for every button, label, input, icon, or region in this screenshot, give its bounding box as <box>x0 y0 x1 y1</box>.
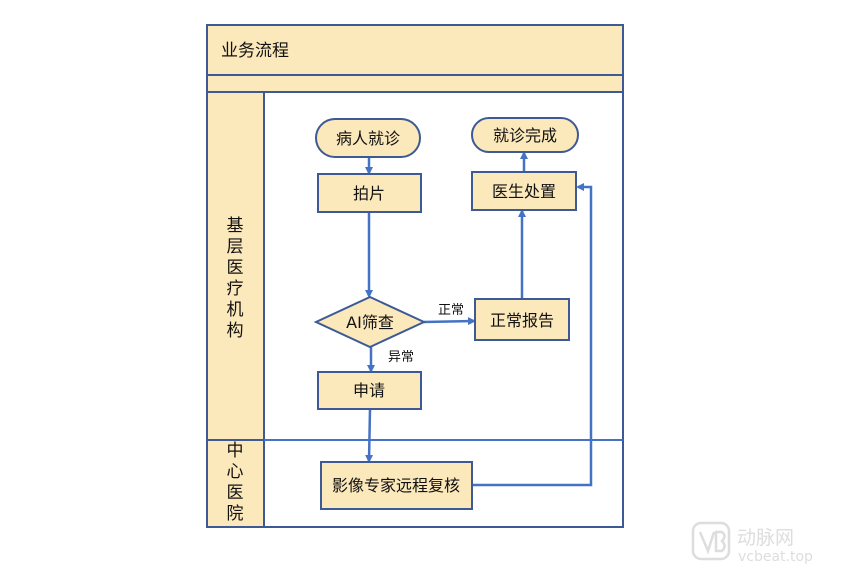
node-remote-review: 影像专家远程复核 <box>320 461 473 510</box>
node-visit-label: 病人就诊 <box>336 129 400 148</box>
edge-ai-normal <box>423 317 476 326</box>
node-apply-label: 申请 <box>353 381 385 400</box>
watermark-logo-icon <box>691 521 731 561</box>
node-normal-report-label: 正常报告 <box>490 311 554 330</box>
edge-label-abnormal: 异常 <box>388 350 414 365</box>
watermark-brand: 动脉网 <box>737 527 794 549</box>
lane-label-central: 中心医院 <box>227 441 244 524</box>
diagram-title: 业务流程 <box>221 41 289 61</box>
node-apply: 申请 <box>317 371 422 410</box>
outer-frame <box>206 24 624 528</box>
node-doctor: 医生处置 <box>471 171 577 211</box>
title-sub-bar <box>206 74 624 93</box>
node-done-label: 就诊完成 <box>493 126 557 145</box>
node-done: 就诊完成 <box>471 117 579 153</box>
watermark-site: vcbeat.top <box>738 549 813 565</box>
lane-label-primary: 基层医疗机构 <box>227 216 244 341</box>
node-visit: 病人就诊 <box>315 118 421 158</box>
node-doctor-label: 医生处置 <box>492 182 556 201</box>
edge-apply-remote <box>365 408 374 463</box>
title-bar <box>206 24 624 76</box>
node-remote-review-label: 影像专家远程复核 <box>332 476 460 495</box>
watermark: 动脉网 vcbeat.top <box>691 521 813 565</box>
node-xray: 拍片 <box>317 173 422 213</box>
lane-header-central <box>206 439 265 528</box>
connectors <box>365 151 593 487</box>
edge-label-normal: 正常 <box>438 303 464 318</box>
edge-remote-doctor <box>473 183 593 487</box>
node-xray-label: 拍片 <box>353 184 385 203</box>
lane-header-primary <box>206 91 265 441</box>
node-normal-report: 正常报告 <box>474 298 570 341</box>
node-ai-screen: AI筛查 <box>313 295 427 349</box>
node-ai-screen-label: AI筛查 <box>346 313 394 332</box>
